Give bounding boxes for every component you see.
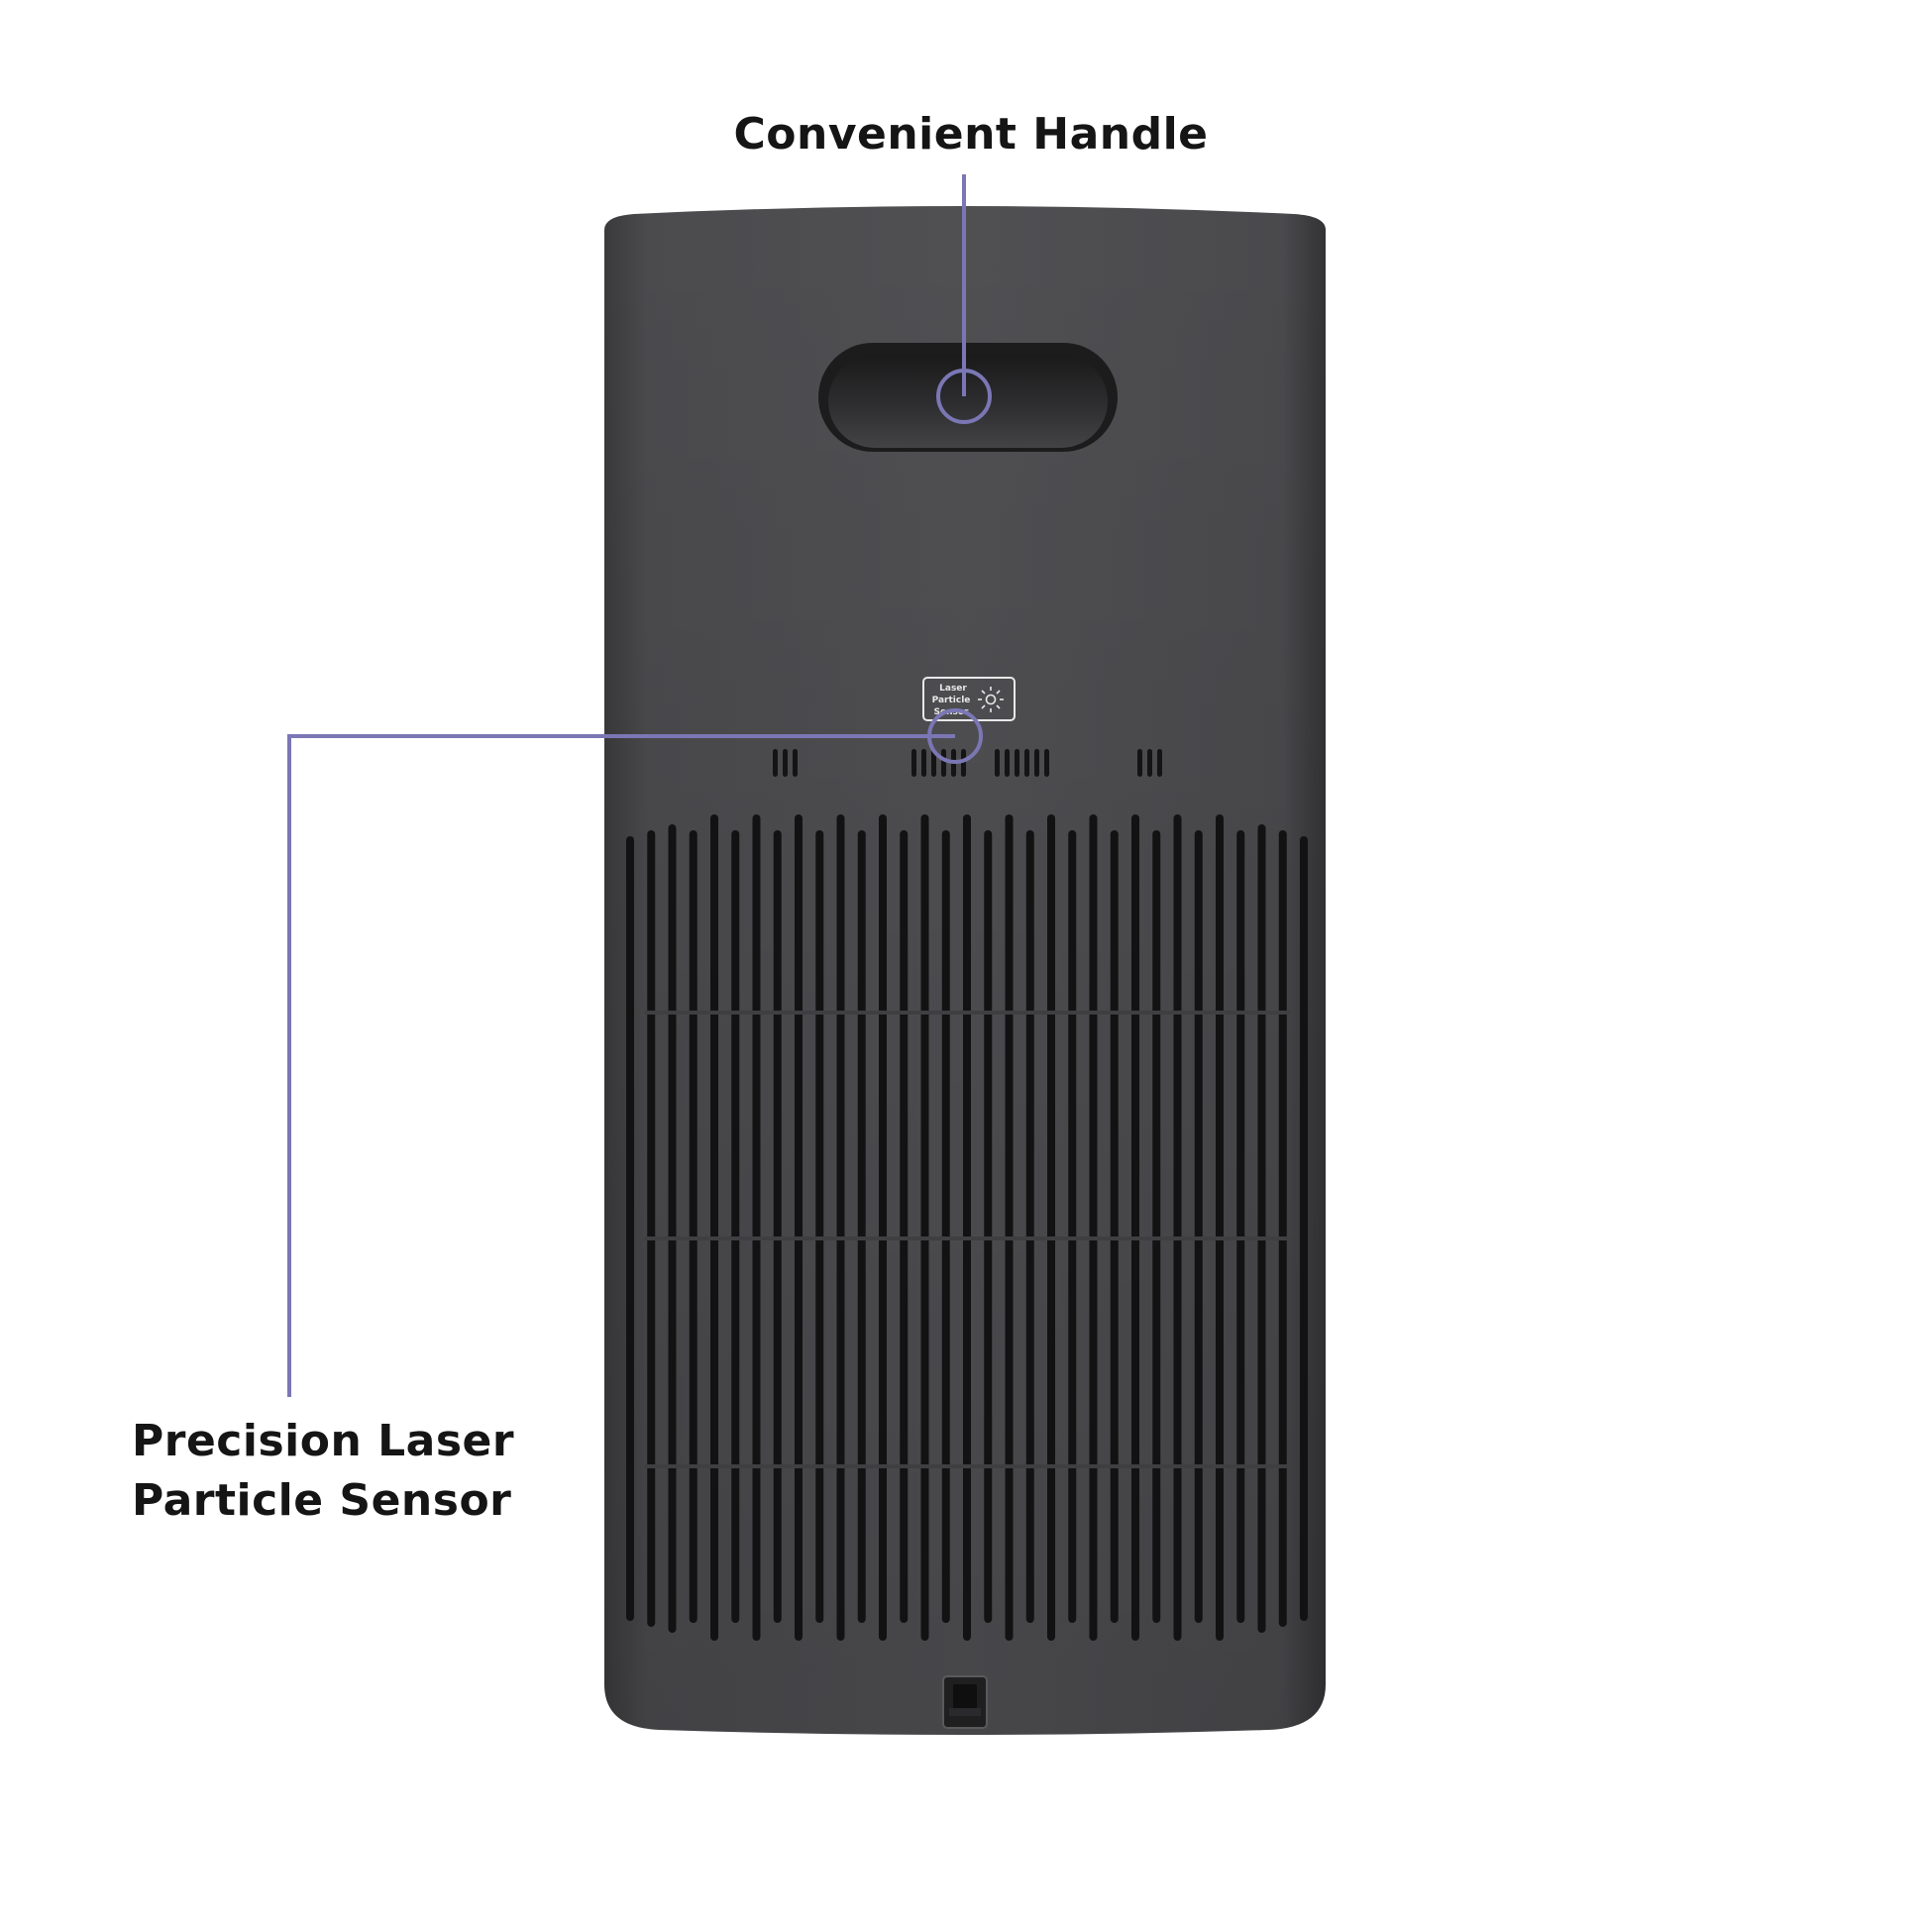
grille-slot [815, 830, 824, 1623]
grille-slot [710, 814, 718, 1641]
sensor-callout-title: Precision Laser Particle Sensor [132, 1412, 647, 1531]
badge-line-2: Particle [932, 696, 971, 705]
vent-slot [1034, 749, 1039, 777]
handle-callout-icon [936, 369, 992, 424]
vent-slot [1015, 749, 1019, 777]
vent-slot [1044, 749, 1049, 777]
vent-slot [1147, 749, 1152, 777]
grille-slot [1257, 824, 1266, 1633]
grille-slot [795, 814, 803, 1641]
bottom-clip [942, 1675, 988, 1729]
grille-slot [1278, 830, 1287, 1627]
grille-slot [1173, 814, 1182, 1641]
grille-slot [1131, 814, 1139, 1641]
vent-slot [911, 749, 916, 777]
sensor-callout-icon [927, 708, 983, 764]
small-vents [773, 749, 1162, 777]
grille-slot [752, 814, 761, 1641]
grille [626, 814, 1308, 1641]
vent-slot [773, 749, 778, 777]
grille-slot [1047, 814, 1055, 1641]
grille-slot [900, 830, 909, 1623]
grille-slot [1236, 830, 1245, 1623]
vent-slot [783, 749, 788, 777]
vent-slot [793, 749, 798, 777]
vent-slot [1005, 749, 1010, 777]
vent-slot [921, 749, 926, 777]
grille-slot [984, 830, 993, 1623]
sun-icon [978, 687, 1004, 712]
grille-slot [1300, 836, 1308, 1621]
grille-slot [668, 824, 677, 1633]
grille-slot [647, 830, 656, 1627]
handle-callout [936, 174, 992, 424]
sensor-callout-line-2: Particle Sensor [132, 1475, 512, 1526]
grille-slot [941, 830, 950, 1623]
grille-rib [644, 1011, 1290, 1015]
grille-slot [920, 814, 929, 1641]
vent-slot [1137, 749, 1142, 777]
grille-slot [689, 830, 697, 1623]
sensor-callout [287, 708, 983, 1397]
grille-slot [1152, 830, 1161, 1623]
vent-slot [961, 749, 966, 777]
grille-slot [963, 814, 971, 1641]
grille-slot [731, 830, 740, 1623]
handle-recess [818, 343, 1118, 452]
vent-slot [941, 749, 946, 777]
grille-slot [1005, 814, 1014, 1641]
grille-rib [644, 1464, 1290, 1468]
grille-slot [773, 830, 782, 1623]
sensor-callout-line-1: Precision Laser [132, 1416, 515, 1466]
handle-callout-title: Convenient Handle [733, 109, 1209, 160]
vent-slot [1157, 749, 1162, 777]
grille-slot [1025, 830, 1034, 1623]
badge-line-1: Laser [939, 684, 967, 694]
vent-slot [995, 749, 1000, 777]
grille-slot [857, 830, 866, 1623]
grille-slot [1110, 830, 1119, 1623]
grille-slot [1216, 814, 1224, 1641]
vent-slot [1024, 749, 1029, 777]
grille-slot [879, 814, 887, 1641]
vent-slot [931, 749, 936, 777]
grille-slot [626, 836, 634, 1621]
grille-slot [1089, 814, 1098, 1641]
grille-rib [644, 1236, 1290, 1240]
grille-slot [1194, 830, 1203, 1623]
grille-slot [1068, 830, 1077, 1623]
grille-slot [836, 814, 845, 1641]
